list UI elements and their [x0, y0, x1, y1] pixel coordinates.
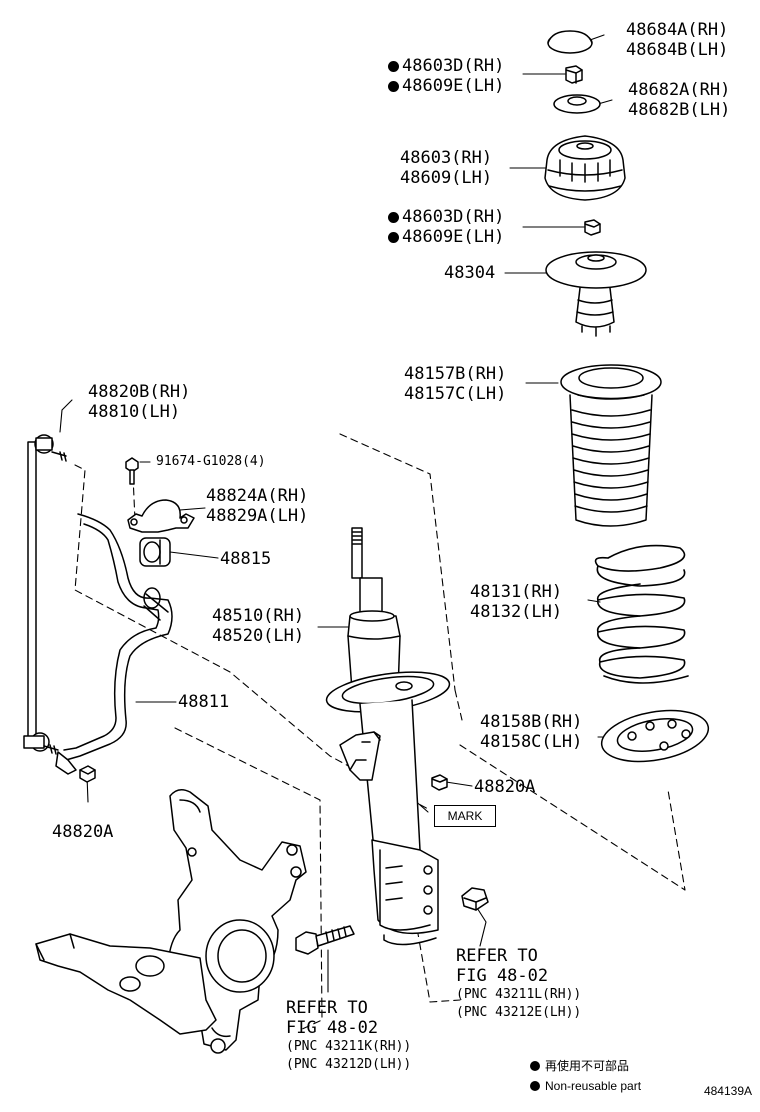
nut-top-label-rh: 48603D(RH) [402, 56, 505, 76]
legend-english-text: Non-reusable part [545, 1079, 642, 1093]
non-reusable-dot-icon [388, 232, 399, 243]
lower-bolt-part [295, 925, 355, 955]
insulator-label-lh: 48158C(LH) [480, 732, 583, 752]
nut-left-part [79, 765, 96, 783]
nut-mid-part [584, 219, 601, 236]
bumper-label: 48157B(RH) 48157C(LH) [404, 364, 506, 404]
seat-label-lh: 48682B(LH) [628, 100, 731, 120]
bumper-label-rh: 48157B(RH) [404, 364, 507, 384]
refer-right-line4: (PNC 43212E(LH)) [456, 1005, 582, 1020]
bushing-part [139, 537, 171, 567]
bracket-part [127, 499, 195, 533]
nut-right-label: 48820A [474, 777, 536, 797]
refer-note-left: REFER TO FIG 48-02 (PNC 43211K(RH)) (PNC… [286, 998, 411, 1074]
insulator-part [600, 709, 710, 763]
stabilizer-bar-part [55, 513, 173, 775]
legend-english: Non-reusable part [530, 1078, 641, 1094]
refer-note-right: REFER TO FIG 48-02 (PNC 43211L(RH)) (PNC… [456, 946, 581, 1022]
leader-lines [59, 34, 613, 993]
stabilizer-bar-label: 48811 [178, 692, 230, 712]
support-label: 48603(RH) 48609(LH) [400, 148, 492, 188]
nut-top-part [565, 65, 583, 84]
nut-mid-label: 48603D(RH) 48609E(LH) [388, 207, 504, 247]
cap-label: 48684A(RH) 48684B(LH) [626, 20, 728, 60]
support-label-rh: 48603(RH) [400, 148, 493, 168]
knuckle-and-arm-part [35, 789, 307, 1054]
nut-right-part [431, 774, 448, 791]
link-label-rh: 48820B(RH) [88, 382, 191, 402]
shock-absorber-label-rh: 48510(RH) [212, 606, 305, 626]
bracket-bolt-label: 91674-G1028(4) [156, 454, 266, 469]
figure-id: 484139A [703, 1084, 752, 1098]
cap-part [547, 30, 593, 54]
shock-absorber-label-lh: 48520(LH) [212, 626, 305, 646]
bracket-label-lh: 48829A(LH) [206, 506, 309, 526]
non-reusable-dot-icon [388, 81, 399, 92]
nut-left-label: 48820A [52, 822, 114, 842]
refer-left-line2: FIG 48-02 [286, 1018, 379, 1038]
mark-callout: MARK [434, 805, 496, 827]
cap-label-rh: 48684A(RH) [626, 20, 729, 40]
upper-seat-label: 48304 [444, 263, 496, 283]
coil-spring-label-rh: 48131(RH) [470, 582, 563, 602]
bushing-label: 48815 [220, 549, 272, 569]
link-label-lh: 48810(LH) [88, 402, 181, 422]
insulator-label: 48158B(RH) 48158C(LH) [480, 712, 582, 752]
seat-part [553, 94, 601, 114]
legend-japanese-text: 再使用不可部品 [545, 1059, 630, 1073]
non-reusable-dot-icon [388, 212, 399, 223]
cap-label-lh: 48684B(LH) [626, 40, 729, 60]
bracket-label-rh: 48824A(RH) [206, 486, 309, 506]
coil-spring-label: 48131(RH) 48132(LH) [470, 582, 562, 622]
refer-right-line2: FIG 48-02 [456, 966, 549, 986]
nut-mid-label-rh: 48603D(RH) [402, 207, 505, 227]
strut-bolt-part [461, 887, 489, 911]
non-reusable-dot-icon [388, 61, 399, 72]
support-label-lh: 48609(LH) [400, 168, 493, 188]
shock-absorber-label: 48510(RH) 48520(LH) [212, 606, 304, 646]
refer-right-line1: REFER TO [456, 946, 538, 966]
coil-spring-label-lh: 48132(LH) [470, 602, 563, 622]
nut-top-label-lh: 48609E(LH) [402, 76, 505, 96]
seat-label: 48682A(RH) 48682B(LH) [628, 80, 730, 120]
refer-left-line4: (PNC 43212D(LH)) [286, 1057, 412, 1072]
nut-mid-label-lh: 48609E(LH) [402, 227, 505, 247]
refer-right-line3: (PNC 43211L(RH)) [456, 987, 582, 1002]
coil-spring-part [594, 544, 689, 684]
refer-left-line1: REFER TO [286, 998, 368, 1018]
nut-top-label: 48603D(RH) 48609E(LH) [388, 56, 504, 96]
bracket-bolt-part [125, 457, 139, 485]
link-label: 48820B(RH) 48810(LH) [88, 382, 190, 422]
stabilizer-link-part [23, 434, 67, 755]
upper-seat-part [545, 251, 647, 337]
shock-absorber-part [325, 527, 451, 946]
legend-japanese: 再使用不可部品 [530, 1058, 629, 1074]
support-part [544, 135, 626, 201]
legend-dot-icon [530, 1081, 540, 1091]
seat-label-rh: 48682A(RH) [628, 80, 731, 100]
bumper-label-lh: 48157C(LH) [404, 384, 507, 404]
bracket-label: 48824A(RH) 48829A(LH) [206, 486, 308, 526]
refer-left-line3: (PNC 43211K(RH)) [286, 1039, 412, 1054]
bumper-boot-part [560, 364, 662, 527]
legend-dot-icon [530, 1061, 540, 1071]
insulator-label-rh: 48158B(RH) [480, 712, 583, 732]
